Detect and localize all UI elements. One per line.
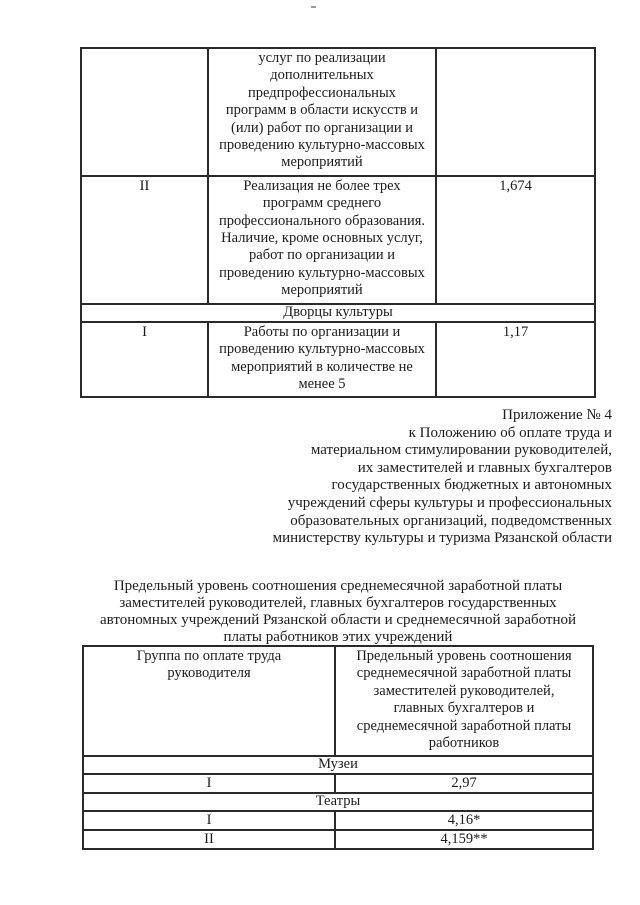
header-row: Группа по оплате труда руководителя Пред… [82,644,594,758]
value-cell: 4,16* [334,810,594,832]
table-row: II 4,159** [82,829,594,851]
table-row: I 4,16* [82,810,594,832]
header-cell-ratio: Предельный уровень соотношения среднемес… [334,644,594,758]
group-cell: I [82,810,336,832]
scan-artifact-dash [311,6,316,8]
service-cell: Работы по организации и проведению культ… [207,320,437,399]
section-label: Музеи [82,755,594,776]
header-cell-group: Группа по оплате труда руководителя [82,644,336,758]
group-cell: II [80,174,209,305]
service-cell: услуг по реализации дополнительных предп… [207,47,437,177]
value-cell: 2,97 [334,773,594,795]
table-row: II Реализация не более трех программ сре… [80,174,596,305]
group-cell [80,47,209,177]
service-cell: Реализация не более трех программ средне… [207,174,437,305]
table-row: I Работы по организации и проведению кул… [80,320,596,399]
group-cell: I [82,773,336,795]
section-row: Дворцы культуры [80,302,596,323]
standards-table: услуг по реализации дополнительных предп… [80,47,596,399]
ratio-table-title: Предельный уровень соотношения среднемес… [99,578,577,645]
group-cell: II [82,829,336,851]
value-cell: 4,159** [334,829,594,851]
annex-heading: Приложение № 4 к Положению об оплате тру… [272,407,612,547]
section-row: Театры [82,792,594,813]
ratio-table: Группа по оплате труда руководителя Пред… [82,644,594,851]
table-row-continuation: услуг по реализации дополнительных предп… [80,47,596,177]
value-cell [435,47,596,177]
table-row: I 2,97 [82,773,594,795]
section-row: Музеи [82,755,594,776]
value-cell: 1,674 [435,174,596,305]
section-label: Театры [82,792,594,813]
value-cell: 1,17 [435,320,596,399]
group-cell: I [80,320,209,399]
section-label: Дворцы культуры [80,302,596,323]
